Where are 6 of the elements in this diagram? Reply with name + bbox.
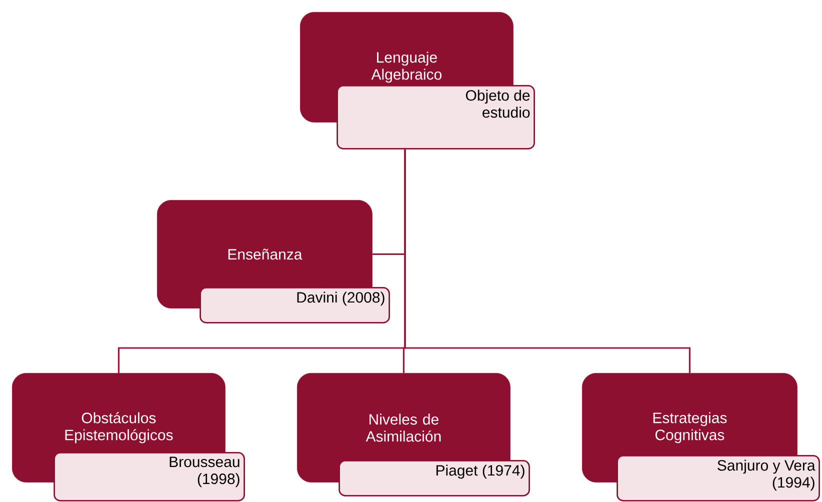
source-box: Objeto de estudio [336,85,535,150]
connector-line [404,149,690,373]
source-box: Davini (2008) [200,287,390,324]
source-box: Brousseau (1998) [54,452,245,502]
source-box: Sanjuro y Vera (1994) [616,455,820,502]
source-box: Piaget (1974) [338,460,530,496]
